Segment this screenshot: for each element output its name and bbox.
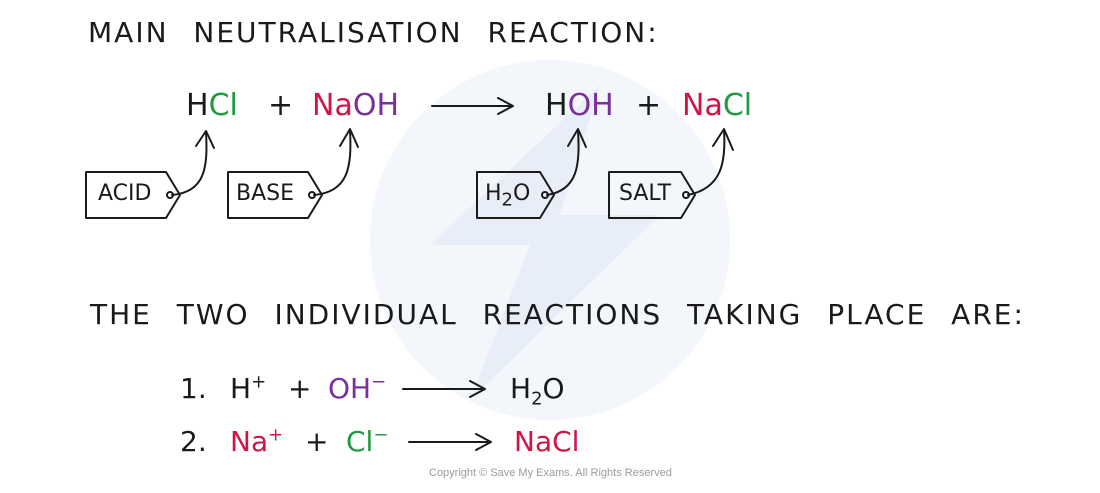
plus-sign: + (636, 88, 662, 123)
main-reaction-heading: MAIN NEUTRALISATION REACTION: (88, 16, 659, 49)
water-tag-shape (476, 171, 555, 219)
hydrogen-ion: H+ (230, 371, 267, 405)
plus-sign: + (305, 425, 329, 458)
hydroxide-ion: OH− (328, 371, 387, 405)
copyright-notice: Copyright © Save My Exams. All Rights Re… (429, 467, 672, 479)
water-product: H2O (510, 372, 565, 410)
acid-tag-shape (85, 171, 181, 219)
water-tag-label: H2O (485, 181, 531, 211)
acid-tag-label: ACID (98, 181, 152, 206)
reaction-arrow (431, 97, 514, 115)
water-pointer (546, 129, 580, 196)
reaction-1-number: 1. (180, 372, 207, 405)
salt-product: NaCl (514, 425, 580, 458)
plus-sign: + (288, 372, 312, 405)
acid-pointer (171, 131, 208, 196)
reaction-2-arrow (408, 433, 492, 451)
sodium-ion: Na+ (230, 424, 284, 458)
base-pointer (313, 129, 352, 196)
individual-reactions-heading: THE TWO INDIVIDUAL REACTIONS TAKING PLAC… (90, 298, 1025, 331)
base-formula: NaOH (312, 88, 399, 123)
base-tag-shape (227, 171, 323, 219)
water-formula: HOH (545, 88, 614, 123)
plus-sign: + (268, 88, 294, 123)
base-tag-label: BASE (236, 181, 295, 206)
acid-formula: HCl (186, 88, 238, 123)
reaction-2-number: 2. (180, 425, 207, 458)
chloride-ion: Cl− (346, 424, 389, 458)
salt-tag-shape (608, 171, 696, 219)
salt-tag-label: SALT (619, 181, 672, 206)
reaction-1-arrow (402, 380, 486, 398)
salt-pointer (687, 129, 726, 196)
salt-formula: NaCl (682, 88, 753, 123)
